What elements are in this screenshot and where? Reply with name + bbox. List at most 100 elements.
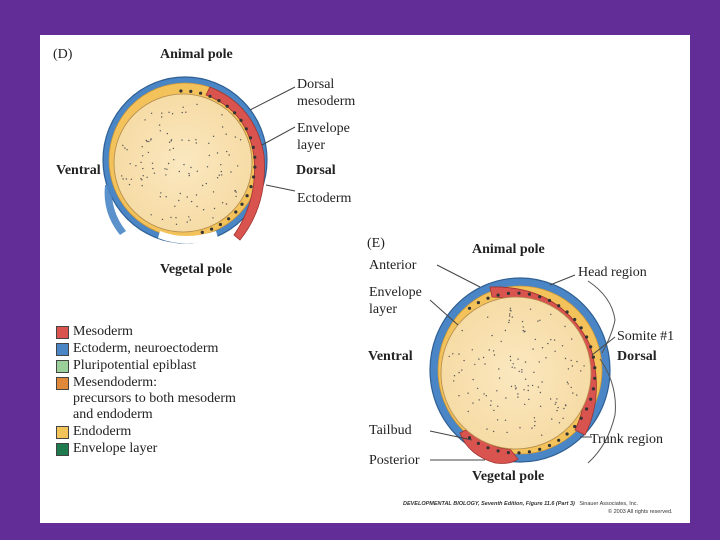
rim-cell xyxy=(557,438,561,442)
panel-e-envelope-layer-label-2: layer xyxy=(369,302,397,317)
yolk-speckle xyxy=(228,154,230,156)
yolk-speckle xyxy=(235,195,237,198)
legend-label-line: Ectoderm, neuroectoderm xyxy=(73,341,219,356)
rim-cell xyxy=(573,424,577,429)
yolk-speckle xyxy=(527,389,529,392)
yolk-speckle xyxy=(554,350,556,352)
rim-cell xyxy=(557,304,561,308)
yolk-speckle xyxy=(518,370,520,373)
yolk-speckle xyxy=(141,185,143,187)
yolk-speckle xyxy=(483,393,485,395)
yolk-speckle xyxy=(572,392,574,394)
yolk-speckle xyxy=(147,151,150,154)
panel-d-tag: (D) xyxy=(53,47,73,62)
yolk-speckle xyxy=(142,167,144,170)
yolk-speckle xyxy=(173,159,175,161)
rim-cell xyxy=(253,155,257,159)
yolk-speckle xyxy=(140,161,142,164)
yolk-speckle xyxy=(524,361,527,363)
yolk-speckle xyxy=(539,405,542,407)
yolk-speckle xyxy=(561,345,564,347)
yolk-speckle xyxy=(529,308,532,310)
yolk-speckle xyxy=(150,112,153,115)
legend-label: Mesoderm xyxy=(73,324,133,340)
yolk-speckle xyxy=(556,409,558,412)
yolk-speckle xyxy=(234,189,236,192)
yolk-speckle xyxy=(486,428,488,430)
yolk-speckle xyxy=(221,126,224,128)
yolk-speckle xyxy=(195,142,197,144)
yolk-speckle xyxy=(452,353,454,355)
yolk-speckle xyxy=(564,357,567,360)
yolk-speckle xyxy=(533,371,535,373)
panel-d-envelope-layer-label-1: Envelope xyxy=(297,121,350,136)
yolk-speckle xyxy=(212,135,215,137)
yolk-speckle xyxy=(517,393,519,395)
yolk-speckle xyxy=(487,316,489,318)
rim-cell xyxy=(227,217,231,221)
yolk-speckle xyxy=(491,334,493,337)
rim-cell xyxy=(234,210,238,214)
yolk-speckle xyxy=(562,417,564,419)
yolk-speckle xyxy=(532,348,534,350)
rim-cell xyxy=(225,104,229,108)
yolk-speckle xyxy=(537,320,539,322)
yolk-speckle xyxy=(122,144,124,147)
yolk-speckle xyxy=(196,205,198,208)
yolk-speckle xyxy=(517,396,519,398)
yolk-speckle xyxy=(146,140,148,143)
rim-cell xyxy=(476,301,480,305)
yolk-speckle xyxy=(216,152,219,154)
yolk-speckle xyxy=(504,329,507,332)
credit-publisher: Sinauer Associates, Inc. xyxy=(579,501,639,507)
rim-cell xyxy=(579,326,583,330)
yolk-speckle xyxy=(484,363,486,365)
yolk-speckle xyxy=(522,329,524,332)
rim-cell xyxy=(218,222,222,227)
legend-label: Endoderm xyxy=(73,424,131,440)
yolk-speckle xyxy=(453,375,456,377)
yolk-speckle xyxy=(492,350,495,352)
yolk-speckle xyxy=(505,397,507,399)
rim-cell xyxy=(527,292,531,296)
panel-e-posterior-label: Posterior xyxy=(369,453,420,468)
yolk-speckle xyxy=(558,422,561,424)
yolk-speckle xyxy=(190,166,192,169)
yolk-speckle xyxy=(161,116,163,118)
rim-cell xyxy=(486,296,490,300)
yolk-speckle xyxy=(124,147,126,149)
yolk-speckle xyxy=(514,385,516,387)
yolk-speckle xyxy=(206,166,209,168)
rim-cell xyxy=(589,345,593,349)
yolk-speckle xyxy=(537,386,540,388)
yolk-speckle xyxy=(458,371,460,374)
yolk-speckle xyxy=(195,194,198,196)
yolk-speckle xyxy=(564,325,566,328)
rim-cell xyxy=(189,89,193,93)
legend-label: Pluripotential epiblast xyxy=(73,358,196,374)
panel-d-dorsal-mesoderm-label-2: mesoderm xyxy=(297,94,356,109)
yolk-speckle xyxy=(493,354,496,356)
legend-label-line: Mesoderm xyxy=(73,324,133,339)
yolk-speckle xyxy=(515,387,517,389)
rim-cell xyxy=(579,416,583,420)
yolk-speckle xyxy=(237,165,239,167)
yolk-speckle xyxy=(213,207,216,210)
yolk-speckle xyxy=(492,430,495,433)
yolk-speckle xyxy=(504,419,507,421)
yolk-speckle xyxy=(531,427,533,429)
yolk-speckle xyxy=(141,146,143,148)
rim-cell xyxy=(527,450,531,454)
yolk-speckle xyxy=(482,356,485,359)
panel-d-vegetal-pole-label: Vegetal pole xyxy=(160,262,233,277)
yolk-speckle xyxy=(186,196,188,198)
rim-cell xyxy=(245,194,249,198)
yolk-speckle xyxy=(174,205,176,207)
yolk-speckle xyxy=(510,310,512,312)
yolk-speckle xyxy=(539,391,542,394)
panel-e-animal-pole-label: Animal pole xyxy=(472,242,545,257)
yolk-speckle xyxy=(234,136,237,138)
yolk-speckle xyxy=(142,175,144,177)
rim-cell xyxy=(591,355,596,359)
yolk-speckle xyxy=(511,316,513,318)
